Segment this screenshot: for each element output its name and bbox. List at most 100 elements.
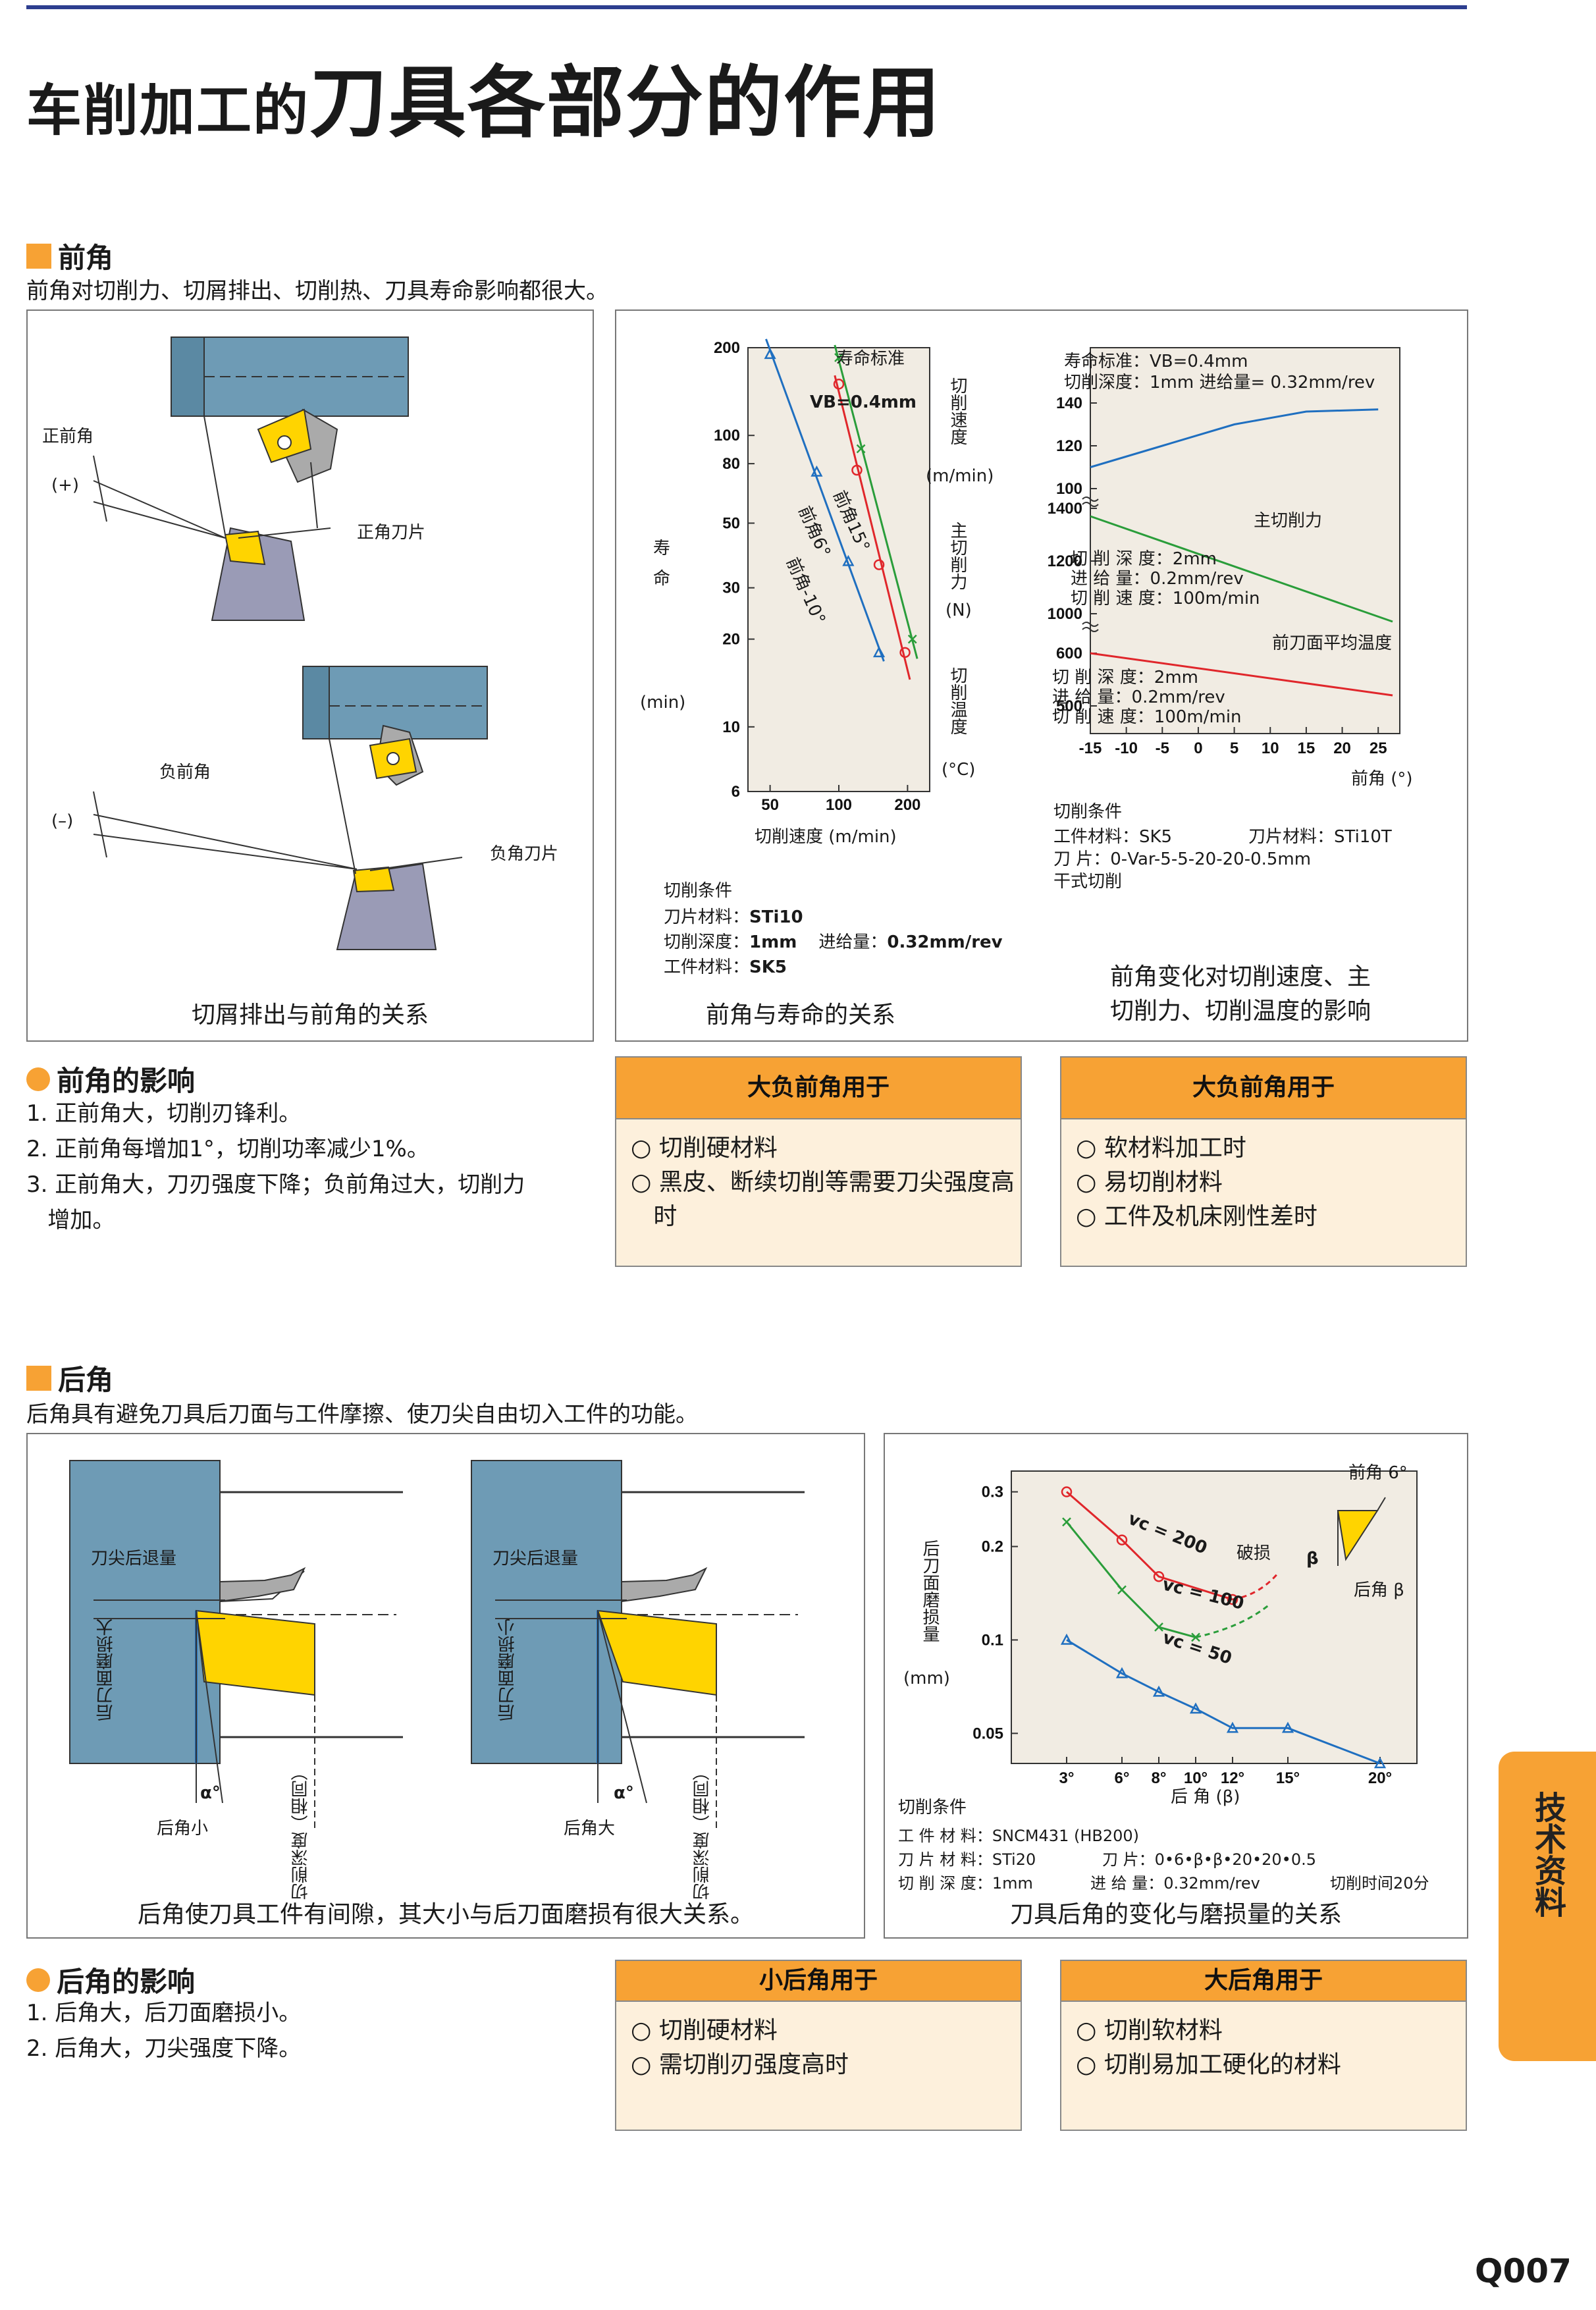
life-cond-work-value: SK5 (749, 957, 787, 977)
positive-insert-label: 正角刀片 (357, 523, 426, 543)
orange-square-icon (26, 243, 51, 269)
wear-cond-3b: 进 给 量：0.32mm/rev (1090, 1874, 1260, 1893)
life-cond-depth-value: 1mm (749, 932, 797, 952)
data-point (833, 379, 845, 390)
data-point (1154, 1623, 1163, 1632)
data-point (1153, 1571, 1165, 1582)
x-tick-label: 50 (761, 796, 779, 814)
fig3-cond-3: 干式切削 (1053, 872, 1123, 892)
force-axis-unit: (N) (945, 601, 972, 620)
minus-sign: (–) (51, 811, 74, 831)
wear-cond-3c: 切削时间20分 (1330, 1874, 1429, 1893)
force-axis-label: 主切削力 (947, 522, 967, 590)
data-point (1115, 1667, 1129, 1679)
wear-cond-2b: 刀 片：0•6•β•β•20•20•0.5 (1102, 1850, 1316, 1869)
list-item: 1. 后角大，后刀面磨损小。 (26, 2000, 302, 2026)
fig3-low-note-3: 切 削 速 度：100m/min (1052, 707, 1242, 727)
insert-shape (1337, 1510, 1379, 1561)
x-tick-label: 15° (1276, 1769, 1300, 1787)
y-tick-label: 100 (1056, 480, 1082, 498)
breakage-extension (1195, 1603, 1270, 1638)
series-line (1090, 515, 1393, 623)
side-tab[interactable]: 技术资料 (1499, 1752, 1596, 2061)
insert-guide (1337, 1497, 1386, 1566)
fig3-mid-note-3: 切 削 速 度：100m/min (1071, 589, 1260, 608)
speed-axis-label: 切削速度 (947, 377, 967, 445)
wear-small-label: 后刀面磨损小 (498, 1619, 518, 1721)
data-point (834, 353, 843, 362)
fig3-top-note-2: 切削深度：1mm 进给量= 0.32mm/rev (1064, 373, 1375, 392)
x-tick-label: 0 (1194, 739, 1202, 757)
chip-flow-figure: 正前角 (+) 正角刀片 负前角 (–) 负角刀片 切屑排出与前角的关系 (26, 309, 594, 1042)
rake-heading: 前角 (26, 236, 113, 276)
x-tick-label: 5 (1230, 739, 1238, 757)
depth-label-left: 切削深度（相同） (291, 1763, 311, 1900)
y-tick-label: 140 (1056, 394, 1082, 412)
y-tick-label: 500 (1056, 697, 1082, 715)
series-line (765, 338, 885, 662)
box-item: ○ 易切削材料 (1076, 1169, 1223, 1196)
fig3-mid-note-2: 进 给 量：0.2mm/rev (1071, 569, 1244, 589)
data-point (1061, 1486, 1073, 1497)
box-item: ○ 切削硬材料 (631, 2017, 778, 2044)
negative-rake-box-2: 大负前角用于 ○ 软材料加工时 ○ 易切削材料 ○ 工件及机床刚性差时 (1060, 1056, 1467, 1267)
x-tick-label: -15 (1079, 739, 1102, 757)
data-point (907, 634, 917, 644)
data-point (1226, 1721, 1239, 1733)
breakage-extension (1232, 1571, 1280, 1601)
series-line (1090, 652, 1393, 697)
x-tick-label: 200 (894, 796, 920, 814)
life-cond-tool-value: STi10 (749, 907, 803, 927)
alpha-right: α° (614, 1783, 634, 1803)
tip-retreat-label-left: 刀尖后退量 (91, 1549, 177, 1569)
life-standard-label: 寿命标准 (836, 349, 905, 369)
wear-cond-3a: 切 削 深 度：1mm (898, 1874, 1033, 1893)
positive-rake-label: 正前角 (42, 427, 94, 446)
axis-break (1082, 497, 1099, 507)
data-point (764, 348, 776, 360)
box-item: ○ 工件及机床刚性差时 (1076, 1203, 1317, 1230)
life-axis-label-2: 命 (653, 569, 671, 589)
temp-axis-label: 切削温度 (947, 666, 967, 735)
rake6-note: 前角 6° (1348, 1463, 1408, 1483)
box-item: 时 (631, 1203, 678, 1230)
fig3-cond-title: 切削条件 (1053, 802, 1123, 822)
x-tick-label: 6° (1115, 1769, 1130, 1787)
temp-line-label: 前刀面平均温度 (1272, 633, 1393, 653)
beta-label: β (1306, 1549, 1319, 1569)
force-line-label: 主切削力 (1254, 511, 1323, 531)
plot-area (747, 347, 930, 792)
vb-label: VB=0.4mm (810, 392, 917, 412)
x-tick-label: 25 (1370, 739, 1387, 757)
data-point (811, 465, 823, 477)
wear-axis-unit: (mm) (903, 1669, 950, 1688)
x-tick-label: 12° (1221, 1769, 1244, 1787)
data-point (872, 646, 886, 658)
series-line (834, 344, 918, 659)
life-cond-feed: 进给量： (818, 932, 888, 952)
box-item: ○ 软材料加工时 (1076, 1135, 1246, 1162)
relief-clearance-caption: 后角使刀具工件有间隙，其大小与后刀面磨损有很大关系。 (137, 1901, 754, 1928)
relief-desc: 后角具有避免刀具后刀面与工件摩擦、使刀尖自由切入工件的功能。 (26, 1401, 698, 1428)
life-x-label: 切削速度 (m/min) (755, 827, 897, 847)
wear-axis-label: 后刀面磨损量 (920, 1540, 940, 1642)
rake-effects-list: 1. 正前角大，切削刃锋利。 2. 正前角每增加1°，切削功率减少1%。 3. … (26, 1096, 525, 1238)
data-point (1189, 1702, 1202, 1714)
relief-heading: 后角 (26, 1358, 113, 1398)
relief-wear-chart: 0.050.10.20.33°6°8°10°12°15°20° (972, 1470, 1418, 1787)
rake-desc: 前角对切削力、切屑排出、切削热、刀具寿命影响都很大。 (26, 278, 608, 304)
y-tick-label: 200 (714, 339, 740, 357)
life-caption: 前角与寿命的关系 (705, 1002, 895, 1029)
axis-break (1082, 622, 1099, 632)
data-point (1116, 1534, 1128, 1545)
title-main: 刀具各部分的作用 (309, 57, 942, 148)
life-cond-depth: 切削深度： (664, 932, 750, 952)
chip-flow-diagram (93, 336, 488, 950)
list-item: 2. 后角大，刀尖强度下降。 (26, 2035, 302, 2062)
relief-small-label: 后角小 (157, 1819, 209, 1839)
orange-dot-icon (26, 1968, 50, 1992)
y-tick-label: 100 (714, 427, 740, 444)
